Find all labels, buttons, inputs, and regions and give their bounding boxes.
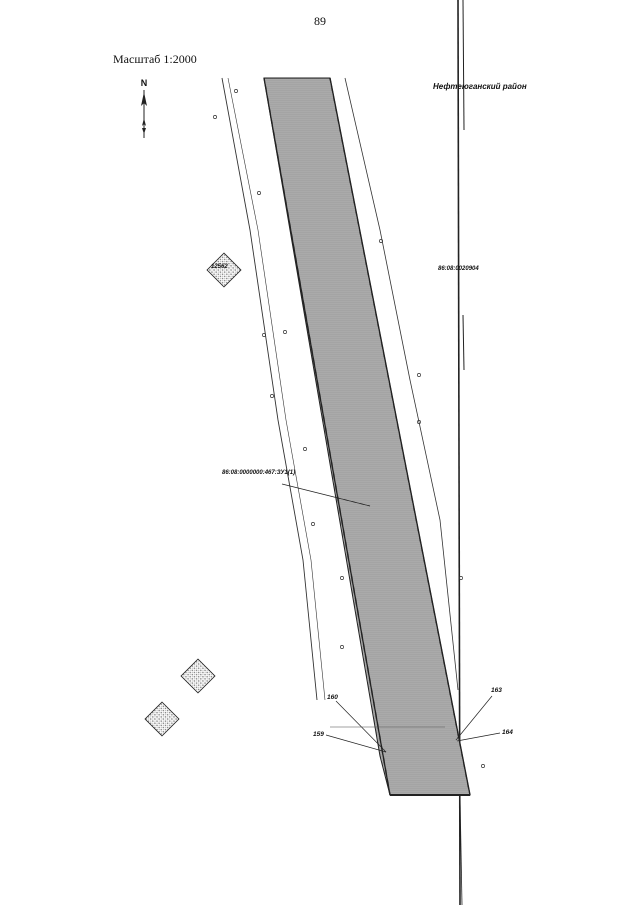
cadastral-quarter-label: 86:08:0020904: [438, 266, 479, 272]
building-small-1: [180, 658, 216, 694]
building-12562: [206, 252, 242, 288]
point-164: 164: [502, 729, 513, 736]
point-163: 163: [491, 687, 502, 694]
region-label: Нефтеюганский район: [433, 82, 527, 91]
road-hatched-area: [263, 77, 471, 796]
parcel-outer-right: [344, 77, 459, 691]
building-label: 12562: [211, 264, 228, 270]
parcel-label: 86:08:0000000:467:ЗУ1(1): [222, 470, 296, 476]
north-arrow-icon: N: [137, 78, 151, 143]
building-small-2: [144, 701, 180, 737]
north-label: N: [140, 78, 148, 88]
point-159: 159: [313, 731, 324, 738]
page-number: 89: [314, 14, 326, 28]
north-arrow-shape: [141, 90, 147, 138]
survey-markers: [213, 89, 485, 768]
parcel-outer-left: [221, 77, 318, 701]
point-160: 160: [327, 694, 338, 701]
parcel-leader: [281, 483, 371, 507]
scale-label: Масштаб 1:2000: [113, 52, 197, 66]
